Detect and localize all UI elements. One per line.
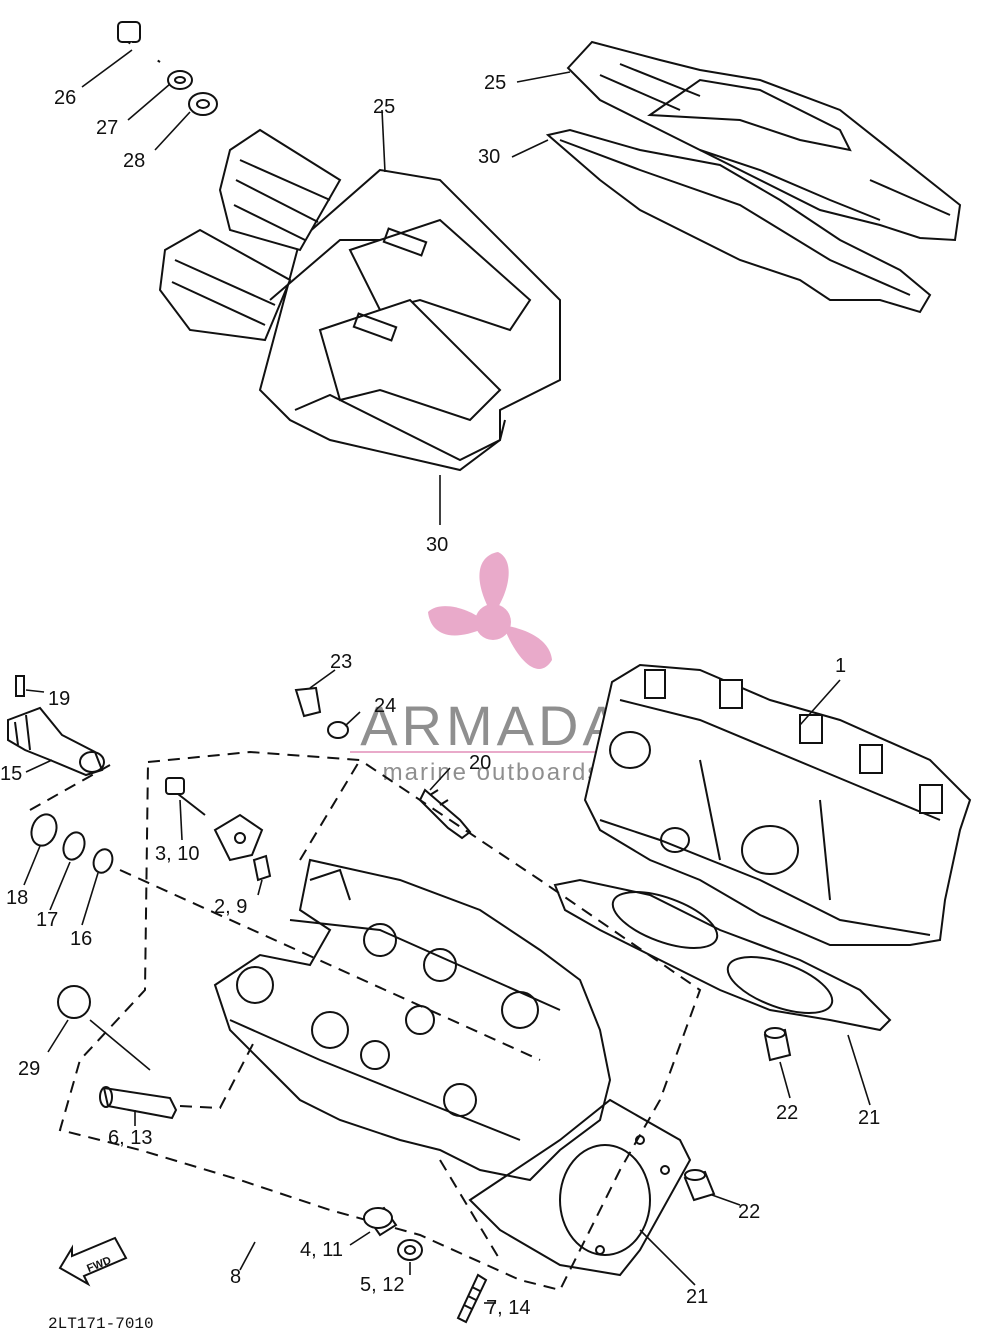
label-16: 16 bbox=[70, 928, 92, 950]
watermark-brand: ARMADA bbox=[360, 694, 624, 757]
label-15: 15 bbox=[0, 763, 22, 785]
bracket-3-10 bbox=[213, 813, 264, 862]
dowel-22-lower bbox=[683, 1169, 716, 1202]
valve-cover-rear bbox=[158, 128, 561, 472]
label-29: 29 bbox=[18, 1058, 40, 1080]
dowel-22-upper bbox=[763, 1027, 792, 1062]
watermark-tagline: marine outboards bbox=[383, 759, 602, 786]
label-1: 1 bbox=[835, 655, 846, 677]
label-21-upper: 21 bbox=[858, 1107, 880, 1129]
label-25-right: 25 bbox=[484, 72, 506, 94]
grommet-28 bbox=[188, 92, 218, 116]
head-gasket-upper bbox=[553, 878, 892, 1032]
bolt-3-10 bbox=[165, 777, 206, 816]
label-6-13: 6, 13 bbox=[108, 1127, 152, 1149]
label-17: 17 bbox=[36, 909, 58, 931]
label-25-left: 25 bbox=[373, 96, 395, 118]
gasket-30-right bbox=[545, 128, 932, 314]
o-ring-18 bbox=[30, 813, 58, 847]
label-4-11: 4, 11 bbox=[300, 1239, 343, 1261]
cover-bolt-26 bbox=[117, 21, 161, 63]
label-3-10: 3, 10 bbox=[155, 843, 199, 865]
assembly-boundary-8 bbox=[58, 750, 702, 1292]
label-19: 19 bbox=[48, 688, 70, 710]
gasket-30-left bbox=[294, 393, 506, 462]
cylinder-head-front bbox=[583, 663, 972, 946]
dowel-2-9 bbox=[252, 854, 272, 882]
plug-29 bbox=[57, 985, 91, 1019]
label-30-right: 30 bbox=[478, 146, 500, 168]
label-24: 24 bbox=[374, 695, 396, 717]
propeller-logo bbox=[428, 552, 552, 669]
head-gasket-lower bbox=[468, 1098, 692, 1277]
label-30-left: 30 bbox=[426, 534, 448, 556]
valve-guide-6-13 bbox=[99, 1086, 178, 1120]
label-7-14: 7, 14 bbox=[486, 1297, 530, 1319]
o-ring-16 bbox=[92, 848, 114, 874]
label-21-lower: 21 bbox=[686, 1286, 708, 1308]
label-23: 23 bbox=[330, 651, 352, 673]
spark-plug-20 bbox=[418, 788, 472, 840]
watermark: ARMADA marine outboards bbox=[350, 552, 640, 786]
valve-cover-front bbox=[566, 40, 962, 242]
label-27: 27 bbox=[96, 117, 118, 139]
pin-19 bbox=[15, 675, 25, 697]
label-2-9: 2, 9 bbox=[214, 896, 247, 918]
label-22-lower: 22 bbox=[738, 1201, 760, 1223]
label-26: 26 bbox=[54, 87, 76, 109]
diagram-code: 2LT171-7010 bbox=[48, 1315, 154, 1331]
plug-4-11 bbox=[363, 1206, 398, 1237]
washer-27 bbox=[167, 70, 193, 90]
stud-7-14 bbox=[456, 1273, 488, 1324]
label-8: 8 bbox=[230, 1266, 241, 1288]
forward-arrow: FWD bbox=[58, 1236, 128, 1287]
label-5-12: 5, 12 bbox=[360, 1274, 404, 1296]
o-ring-17 bbox=[62, 831, 86, 861]
cylinder-head-rear bbox=[213, 858, 612, 1182]
label-22-upper: 22 bbox=[776, 1102, 798, 1124]
washer-24 bbox=[327, 721, 349, 739]
label-18: 18 bbox=[6, 887, 28, 909]
intake-joint-15 bbox=[7, 706, 105, 777]
cap-23 bbox=[294, 686, 322, 718]
label-20: 20 bbox=[469, 752, 491, 774]
part-labels: 26 27 28 25 25 30 30 1 23 24 20 19 15 3,… bbox=[0, 72, 880, 1319]
label-28: 28 bbox=[123, 150, 145, 172]
washer-5-12 bbox=[397, 1239, 423, 1261]
